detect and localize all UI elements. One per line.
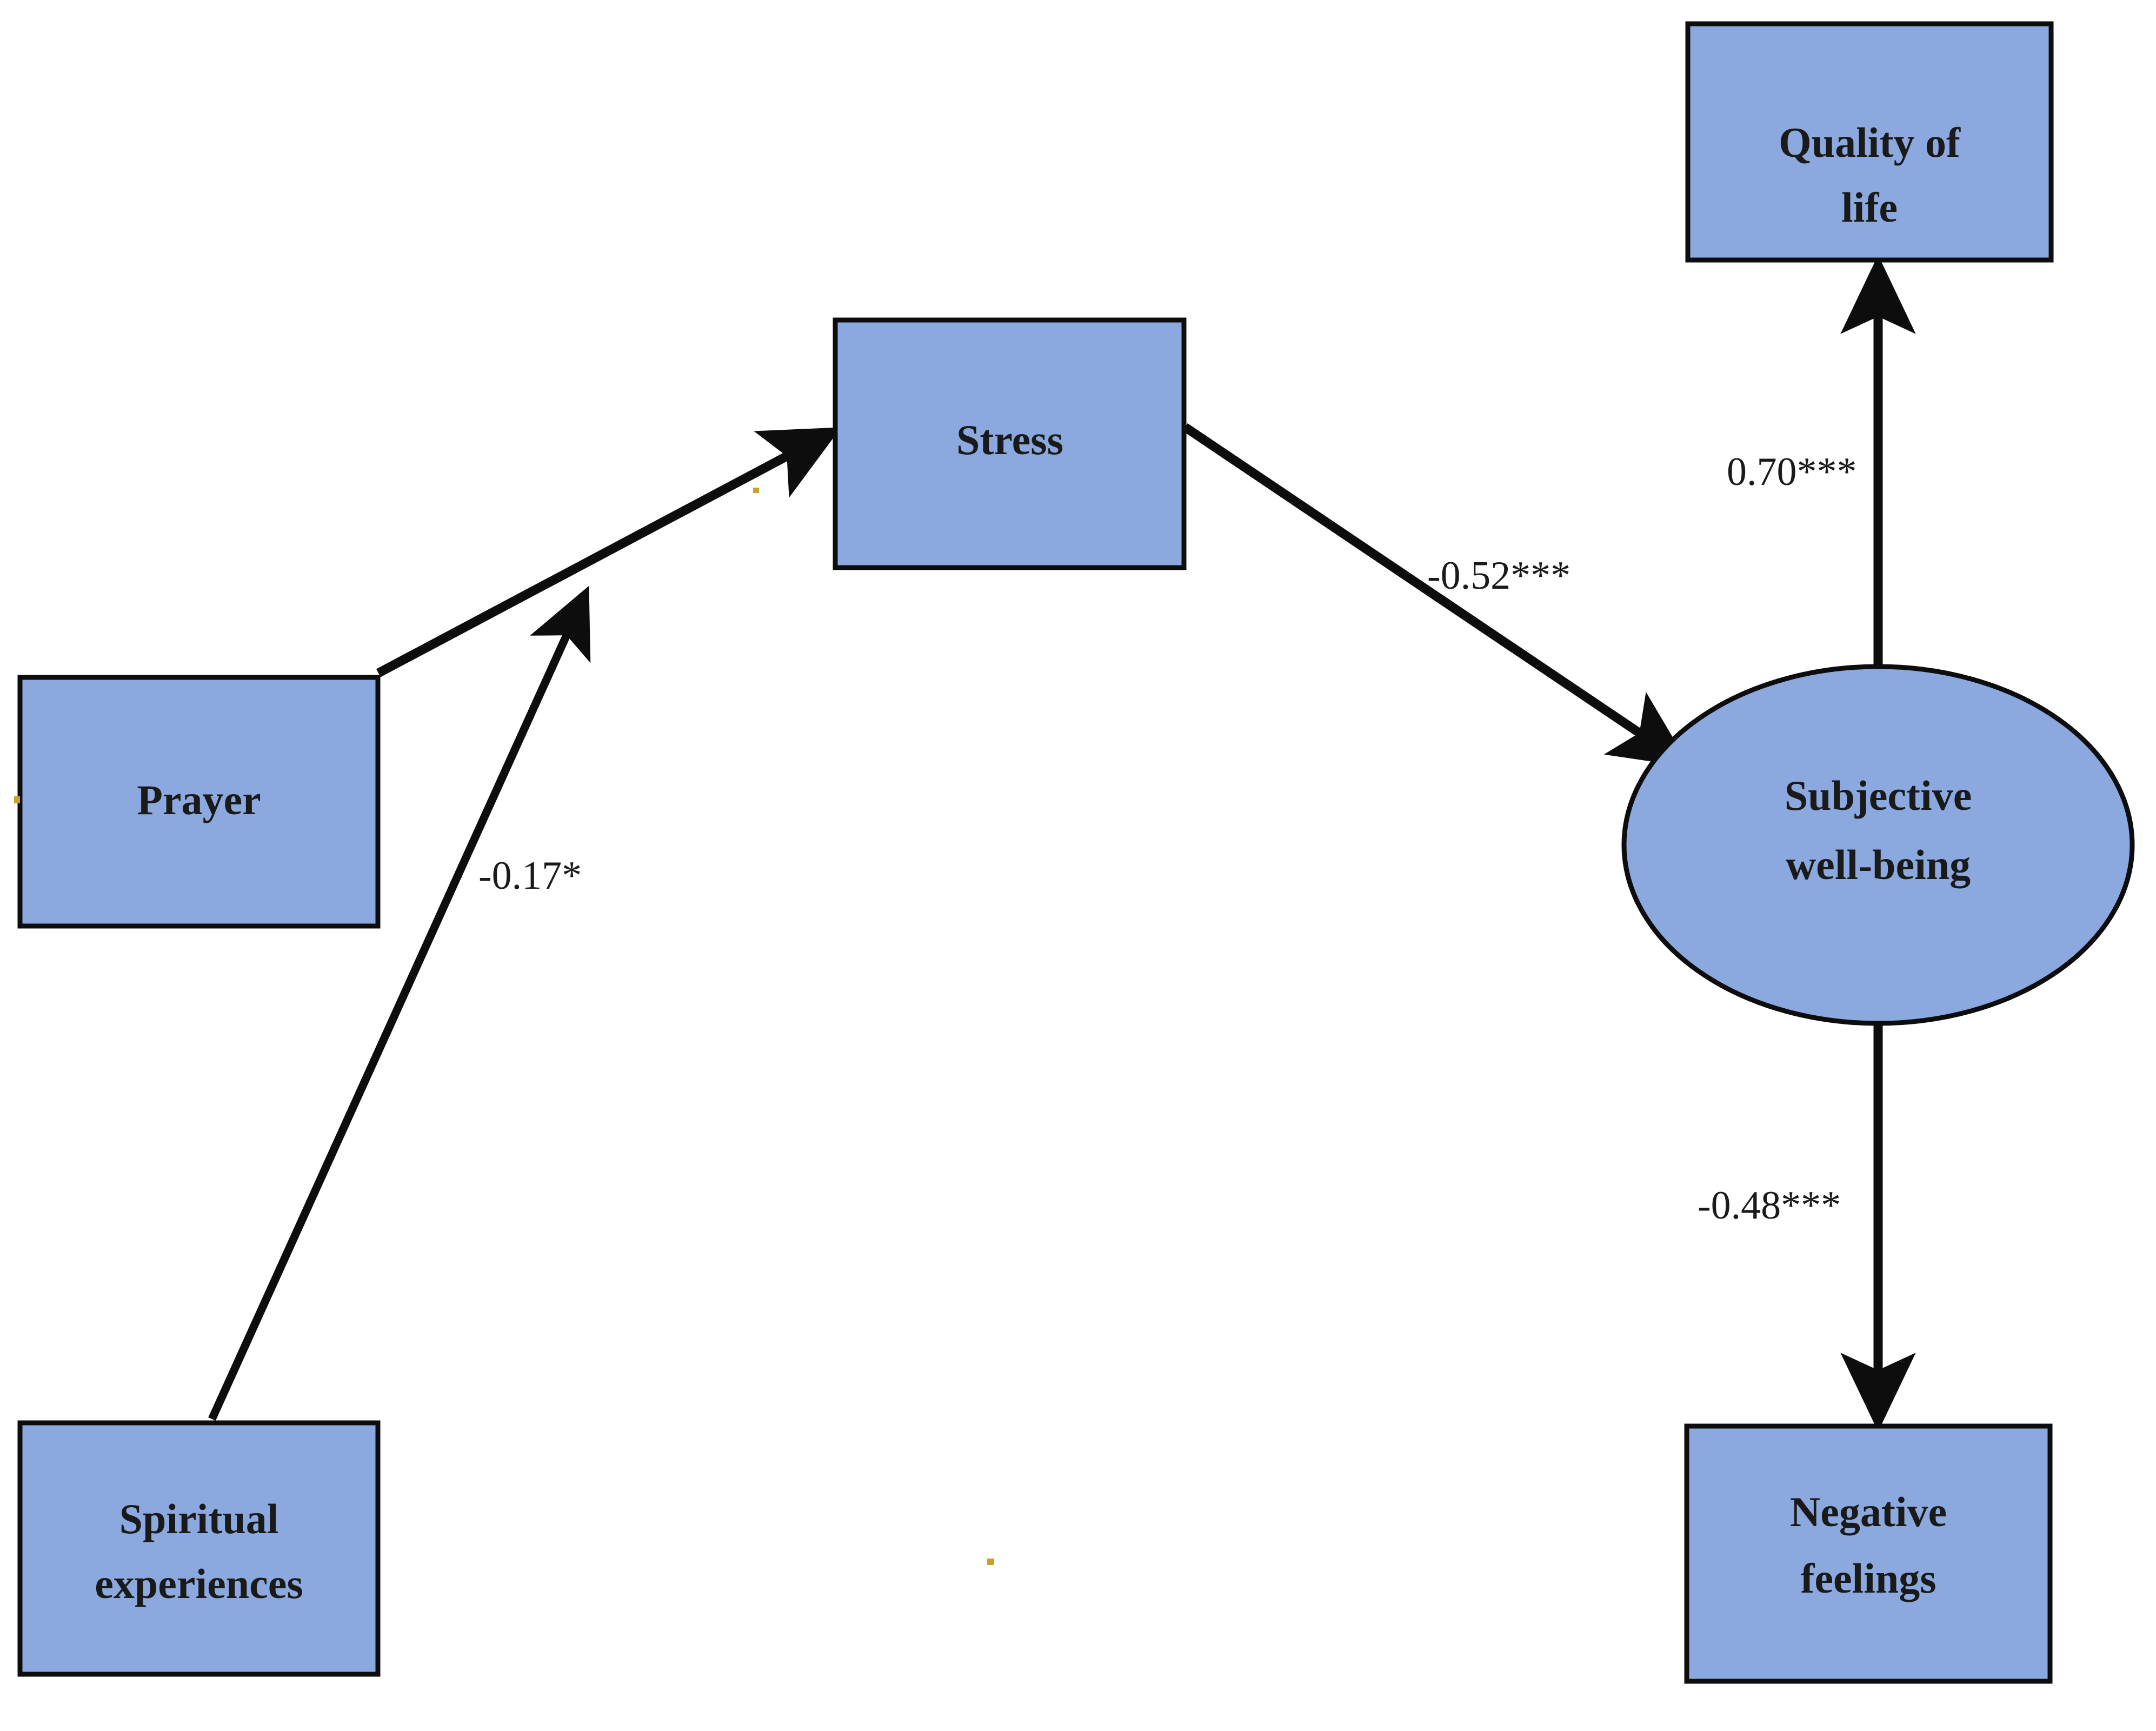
node-subjective-well-being-shape xyxy=(1621,664,2135,1026)
node-prayer[interactable]: Prayer xyxy=(17,675,381,929)
node-negative-feelings[interactable]: Negative feelings xyxy=(1684,1423,2053,1684)
scan-speck-left xyxy=(14,796,20,803)
node-spiritual-experiences-label-line2: experiences xyxy=(95,1560,303,1607)
node-subjective-well-being-label-line2: well-being xyxy=(1786,841,1971,888)
node-stress-label: Stress xyxy=(956,416,1063,463)
edge-label-swb-to-negative: -0.48*** xyxy=(1698,1183,1841,1228)
node-stress[interactable]: Stress xyxy=(833,317,1187,570)
node-quality-of-life[interactable]: Quality of life xyxy=(1685,21,2054,263)
node-spiritual-experiences-label-line1: Spiritual xyxy=(119,1495,279,1542)
node-prayer-shape xyxy=(17,675,381,929)
node-quality-of-life-shape xyxy=(1685,21,2054,263)
node-negative-feelings-label-line1: Negative xyxy=(1790,1488,1947,1535)
node-prayer-label: Prayer xyxy=(137,776,261,823)
scan-speck-center-bottom xyxy=(987,1559,994,1565)
edge-label-swb-to-qol: 0.70*** xyxy=(1727,450,1857,494)
node-subjective-well-being[interactable]: Subjective well-being xyxy=(1621,664,2135,1026)
node-quality-of-life-label-line1: Quality of xyxy=(1779,119,1961,166)
node-spiritual-experiences-shape xyxy=(17,1420,381,1677)
node-stress-shape xyxy=(833,317,1187,570)
node-negative-feelings-shape xyxy=(1684,1423,2053,1684)
edge-stress-to-swb xyxy=(1182,423,1691,768)
edge-label-spiritual-to-stress: -0.17* xyxy=(478,854,582,898)
edge-label-stress-to-swb: -0.52*** xyxy=(1427,554,1571,598)
node-quality-of-life-label-line2: life xyxy=(1841,184,1898,231)
edge-spiritual-to-stress xyxy=(208,585,591,1421)
node-negative-feelings-label-line2: feelings xyxy=(1800,1555,1936,1602)
scan-speck-stress-lower xyxy=(753,488,759,493)
node-spiritual-experiences[interactable]: Spiritual experiences xyxy=(17,1420,381,1677)
edge-prayer-to-stress xyxy=(376,427,842,677)
node-subjective-well-being-label-line1: Subjective xyxy=(1785,772,1972,819)
